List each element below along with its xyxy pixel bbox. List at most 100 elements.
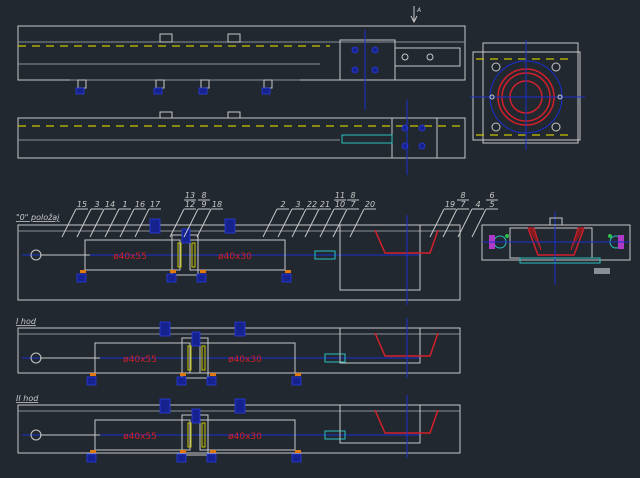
balloon-label: 20 — [365, 200, 375, 209]
cylinder-large — [94, 342, 191, 374]
leader-line — [304, 208, 320, 238]
fitting — [155, 79, 165, 89]
leader-line — [134, 208, 150, 238]
fitting — [77, 79, 87, 89]
fitting-elbow — [281, 273, 292, 283]
balloon-label: 21 — [320, 200, 330, 209]
clamp-housing — [339, 404, 421, 444]
fitting-elbow — [166, 273, 177, 283]
view-marker-label: A — [416, 7, 421, 14]
balloon-label: 17 — [150, 200, 161, 209]
spacer — [187, 422, 192, 448]
leader-line — [104, 208, 120, 238]
fitting-elbow — [75, 87, 85, 95]
mount-bolt — [149, 218, 161, 234]
leader-line — [119, 208, 135, 238]
fitting-elbow — [291, 453, 302, 463]
section-view-marker: A — [410, 6, 421, 24]
cylinder-large-label: ø40x55 — [113, 252, 147, 262]
balloon-label: 5 — [489, 200, 494, 209]
section-title-zero-position: "0" položaj — [16, 213, 60, 222]
port — [90, 450, 96, 453]
fitting — [200, 79, 210, 89]
cylinder-assembly-row: ø40x55 ø40x30 — [17, 318, 461, 386]
cylinder-small-label: ø40x30 — [218, 252, 252, 262]
balloon-label: 14 — [105, 200, 115, 209]
fitting-elbow — [76, 273, 87, 283]
balloon-label: 7 — [350, 200, 356, 209]
spacer — [201, 422, 206, 448]
balloon-label: 8 — [201, 191, 206, 200]
balloon-label: 18 — [212, 200, 222, 209]
cylinder-small — [199, 419, 296, 451]
fitting-elbow — [153, 87, 163, 95]
bolt — [181, 228, 191, 244]
leader-line — [61, 208, 77, 238]
leader-line — [471, 208, 487, 238]
fitting-elbow — [86, 376, 97, 386]
fitting-elbow — [196, 273, 207, 283]
cylinder-assembly-row: ø40x55 ø40x30 — [17, 395, 461, 463]
frame — [17, 224, 461, 301]
spacer — [177, 242, 182, 268]
balloon-label: 8 — [460, 191, 465, 200]
port — [180, 373, 186, 376]
port — [295, 373, 301, 376]
fitting-elbow — [261, 87, 271, 95]
balloon-label: 3 — [94, 200, 99, 209]
balloon-label: 22 — [307, 200, 317, 209]
balloon-label: 2 — [280, 200, 285, 209]
balloon-label: 7 — [460, 200, 466, 209]
top-view-upper — [17, 25, 466, 110]
port — [80, 270, 86, 273]
bolt — [191, 331, 201, 347]
cylinder-small-label: ø40x30 — [228, 355, 262, 365]
port — [295, 450, 301, 453]
top-view-lower — [17, 100, 466, 175]
leader-line — [349, 208, 365, 238]
port — [210, 373, 216, 376]
section-title-stroke-1: I hod — [16, 317, 37, 326]
leader-line — [429, 208, 445, 238]
port — [285, 270, 291, 273]
mount-bolt — [159, 398, 171, 414]
leader-line — [319, 208, 335, 238]
mount-bolt — [159, 321, 171, 337]
leader-line — [457, 208, 473, 238]
fitting-elbow — [206, 453, 217, 463]
end-view-rotary — [470, 40, 585, 150]
fitting-elbow — [291, 376, 302, 386]
balloon-label: 4 — [475, 200, 480, 209]
leader-line — [183, 208, 199, 238]
fitting-elbow — [198, 87, 208, 95]
mount-bolt — [234, 398, 246, 414]
balloon-label: 11 — [335, 191, 345, 200]
mount-bolt — [234, 321, 246, 337]
port — [180, 450, 186, 453]
balloon-label: 9 — [201, 200, 206, 209]
fitting-elbow — [206, 376, 217, 386]
port — [200, 270, 206, 273]
balloon-label: 19 — [445, 200, 455, 209]
port — [90, 373, 96, 376]
balloon-label: 10 — [335, 200, 345, 209]
clamp-housing — [339, 224, 421, 291]
cylinder-large-label: ø40x55 — [123, 432, 157, 442]
cylinder-assembly-row: ø40x55 ø40x30 — [17, 215, 461, 305]
cylinder-large — [94, 419, 191, 451]
cylinder-small-label: ø40x30 — [228, 432, 262, 442]
balloon-label: 3 — [295, 200, 300, 209]
spacer — [187, 345, 192, 371]
leader-line — [332, 208, 348, 238]
leader-line — [76, 208, 92, 238]
spacer — [201, 345, 206, 371]
bolt — [191, 408, 201, 424]
balloon-label: 15 — [77, 200, 87, 209]
spacer — [191, 242, 196, 268]
balloon-label: 6 — [489, 191, 494, 200]
cylinder-large-label: ø40x55 — [123, 355, 157, 365]
rod-end — [324, 430, 346, 440]
mount-bolt — [224, 218, 236, 234]
rod-end — [314, 250, 336, 260]
